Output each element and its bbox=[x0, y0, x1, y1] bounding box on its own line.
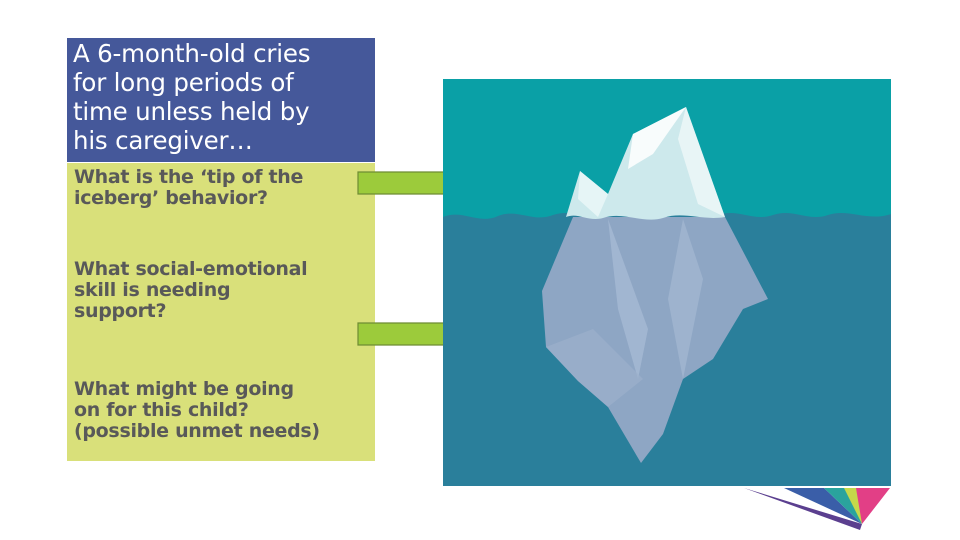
iceberg-illustration bbox=[443, 79, 891, 486]
scenario-text: A 6-month-old cries for long periods of … bbox=[73, 39, 311, 155]
question-tip-of-iceberg: What is the ‘tip of the iceberg’ behavio… bbox=[74, 166, 304, 209]
decorative-corner-ribbon bbox=[744, 488, 890, 530]
questions-box: What is the ‘tip of the iceberg’ behavio… bbox=[67, 163, 375, 461]
scenario-box: A 6-month-old cries for long periods of … bbox=[67, 38, 375, 162]
question-unmet-needs: What might be going on for this child? (… bbox=[74, 378, 320, 442]
iceberg-underwater bbox=[542, 217, 768, 463]
question-social-emotional-skill: What social-emotional skill is needing s… bbox=[74, 258, 308, 322]
